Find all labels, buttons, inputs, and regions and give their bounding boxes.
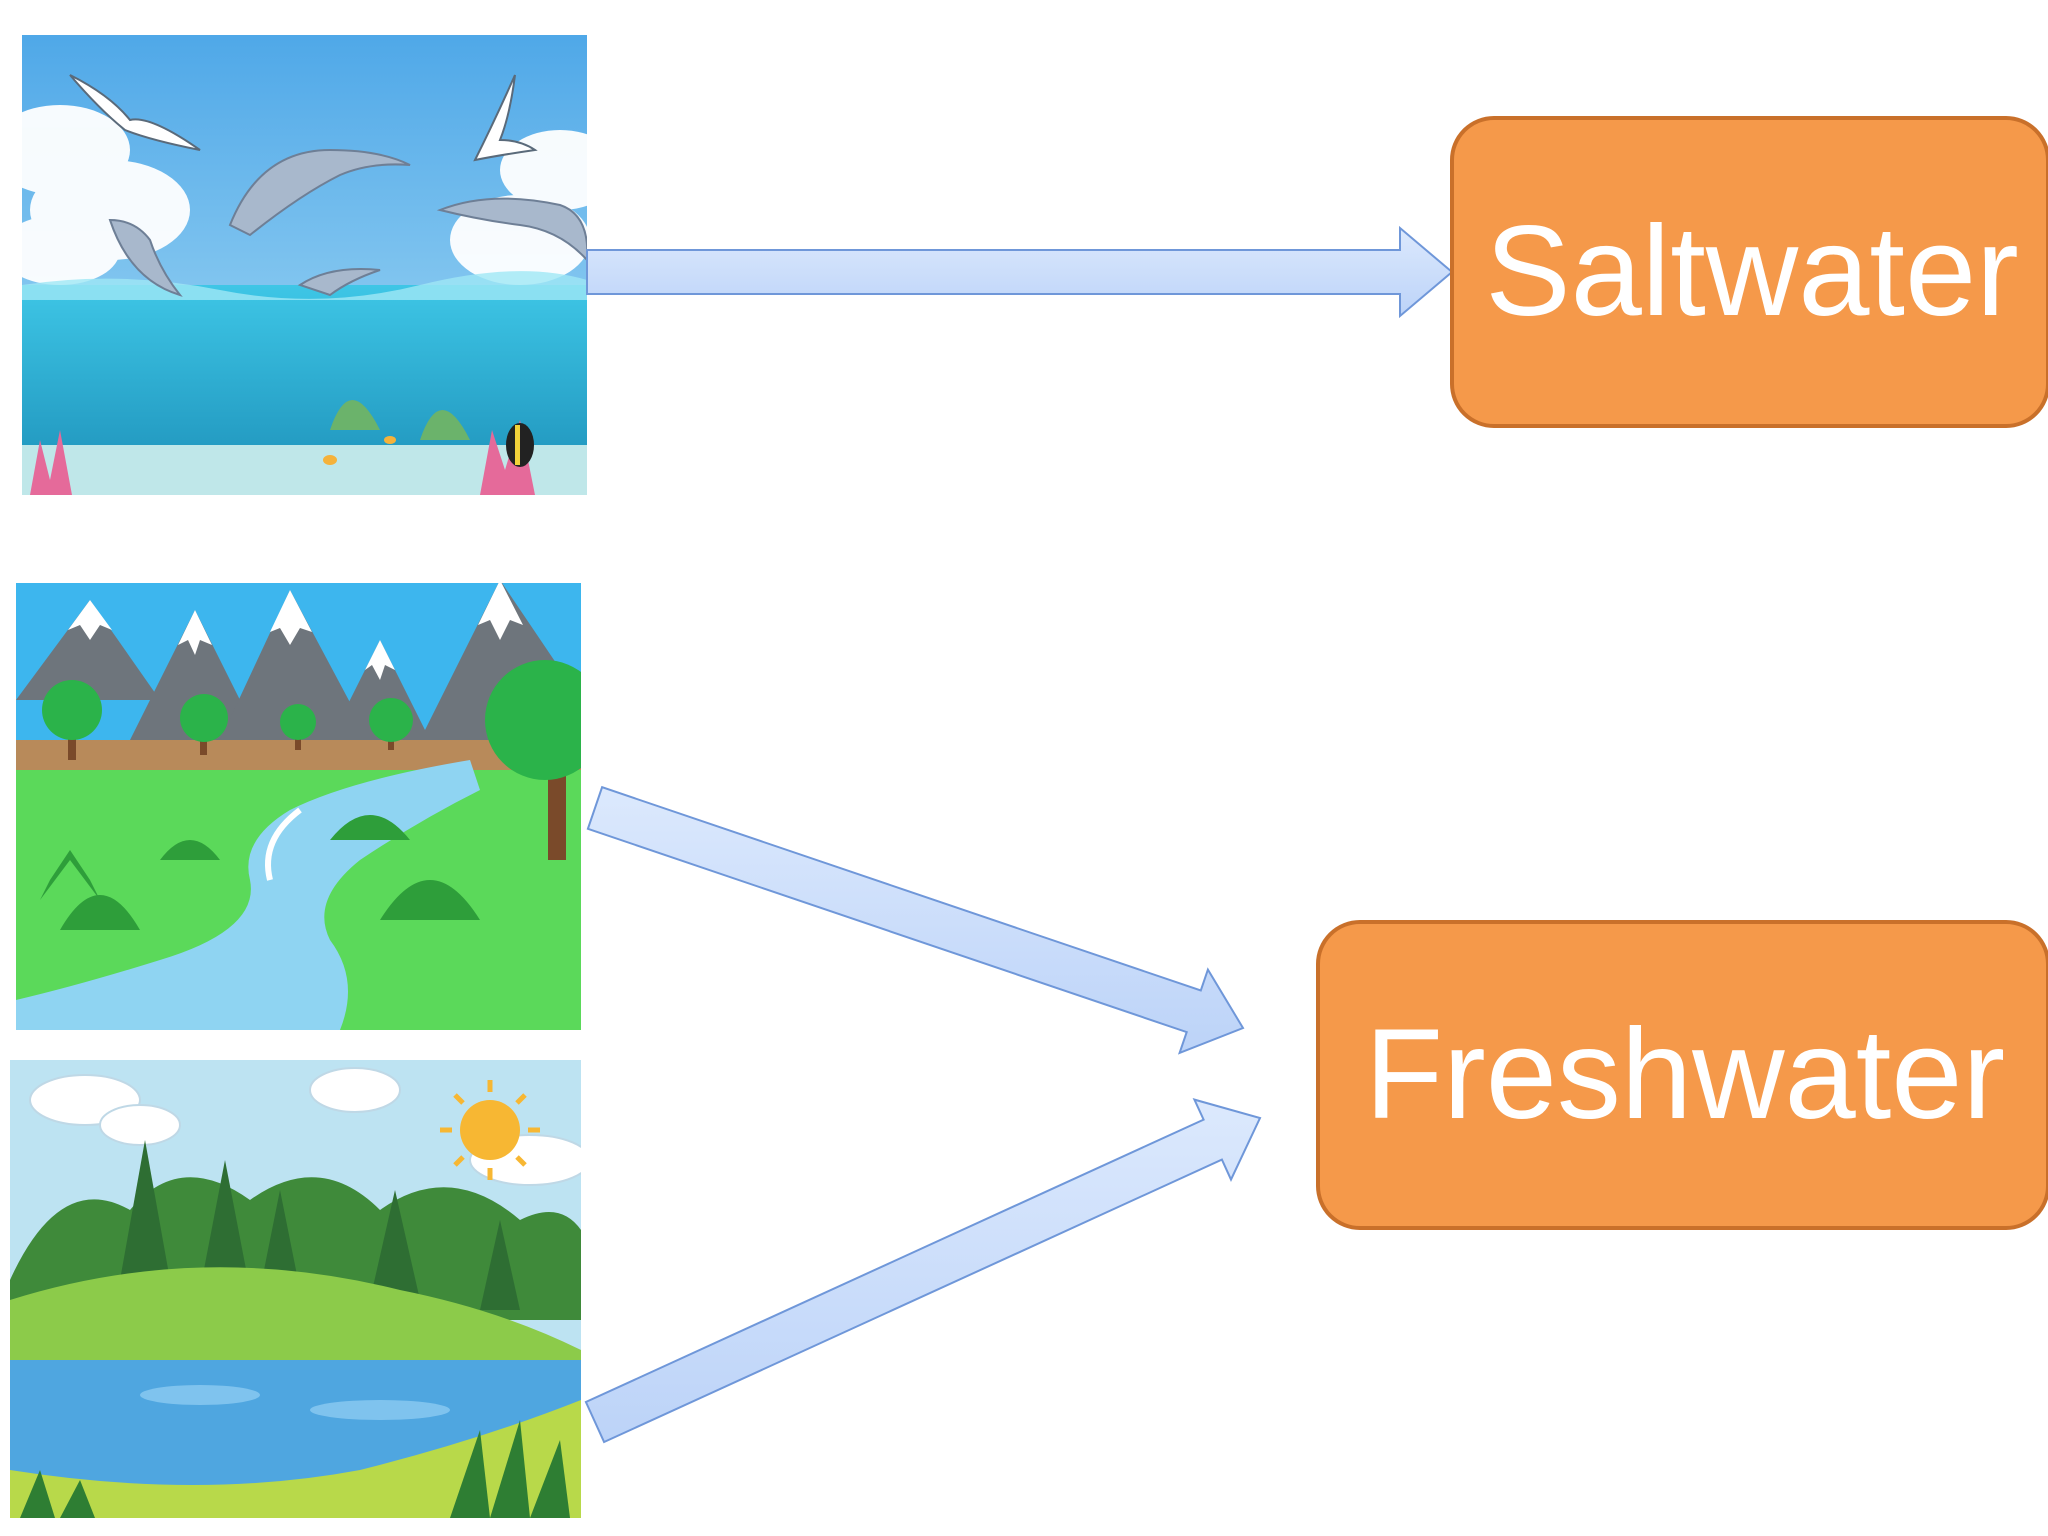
seagull-icon — [69, 74, 538, 162]
tree-icon — [42, 660, 581, 860]
river-picture — [16, 583, 581, 1030]
freshwater-box-shape — [1316, 920, 2048, 1230]
pine-tree-icon — [120, 1140, 520, 1310]
arrows-group — [584, 225, 1454, 1444]
arrow-river-to-freshwater — [586, 785, 1245, 1055]
lake-picture — [10, 1060, 581, 1518]
freshwater-box: Freshwater — [1316, 920, 2048, 1230]
saltwater-box-shape — [1450, 116, 2048, 428]
saltwater-label: Saltwater — [1485, 200, 2019, 343]
freshwater-label: Freshwater — [1365, 1003, 2005, 1146]
sun-icon — [440, 1080, 540, 1180]
arrow-lake-to-freshwater — [584, 1098, 1262, 1444]
ocean-picture — [22, 35, 587, 495]
saltwater-box: Saltwater — [1450, 116, 2048, 428]
dolphin-icon — [108, 148, 587, 297]
fish-icon — [323, 423, 534, 467]
arrow-ocean-to-saltwater — [586, 225, 1454, 319]
